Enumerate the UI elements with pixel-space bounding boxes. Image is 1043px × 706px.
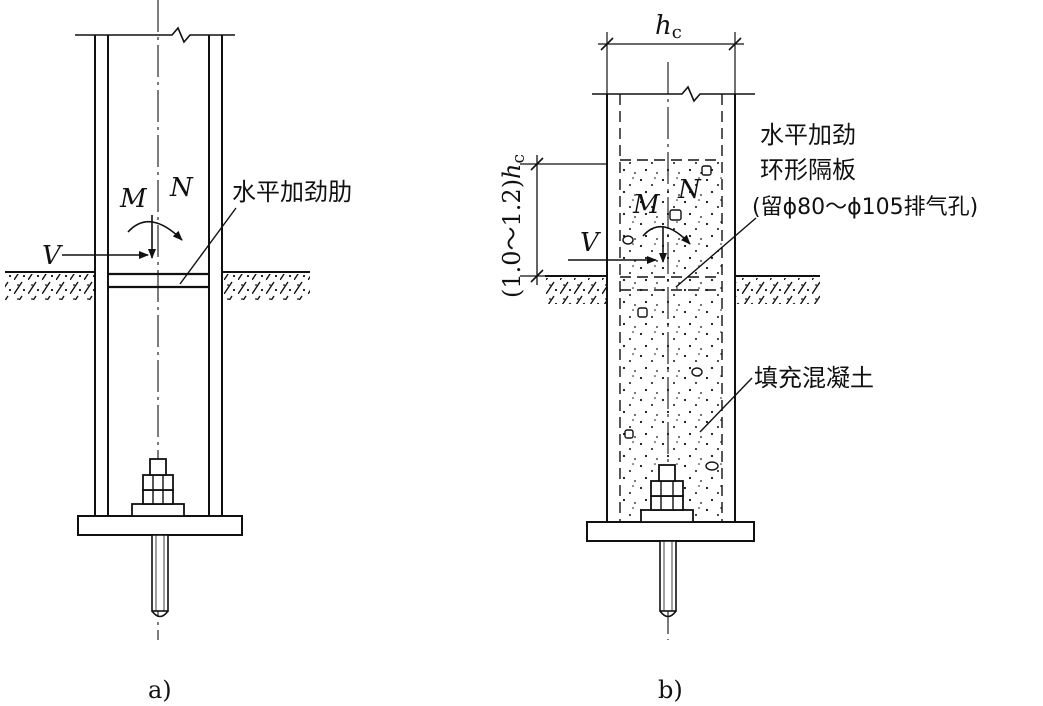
diaphragm-leader-b xyxy=(675,217,757,288)
anchor-bolt-a xyxy=(131,458,185,618)
aggregate-stones-b xyxy=(622,165,719,471)
concrete-leader-b xyxy=(699,377,753,433)
rib-leader-a xyxy=(179,207,237,285)
dimension-hc-label: hc xyxy=(655,11,682,43)
load-m-label-b: M xyxy=(632,190,661,220)
rib-label-a: 水平加劲肋 xyxy=(232,178,352,206)
figure-a: V M N 水平加劲肋 a) xyxy=(5,0,352,704)
ground-a xyxy=(5,271,310,300)
loads-a xyxy=(62,215,183,259)
dimension-side-b xyxy=(520,155,607,285)
dimension-side-label: (1.0～1.2)hc xyxy=(498,154,529,298)
base-plate-a xyxy=(77,515,243,536)
diaphragm-label-line1: 水平加劲 xyxy=(760,121,856,149)
anchor-bolt-b xyxy=(640,464,694,618)
load-m-label-a: M xyxy=(119,184,148,214)
load-v-label-b: V xyxy=(580,228,601,258)
diaphragm-label-line3: (留ϕ80～ϕ105排气孔) xyxy=(752,195,978,220)
loads-b xyxy=(568,226,691,264)
dimension-hc-b xyxy=(598,32,744,94)
caption-a: a) xyxy=(148,676,172,704)
ground-b xyxy=(545,275,820,304)
base-plate-b xyxy=(586,521,755,542)
diaphragm-label-line2: 环形隔板 xyxy=(760,156,856,184)
steel-column-a xyxy=(75,26,235,516)
load-n-label-b: N xyxy=(677,175,702,205)
load-n-label-a: N xyxy=(169,173,194,203)
steel-tube-b xyxy=(592,85,755,522)
ring-diaphragm-b xyxy=(620,159,722,291)
caption-b: b) xyxy=(658,676,683,704)
concrete-label-b: 填充混凝土 xyxy=(754,364,874,392)
load-v-label-a: V xyxy=(42,241,63,271)
figure-b: hc (1.0～1.2)hc V M N 水平加劲 环形隔板 (留ϕ80～ϕ10… xyxy=(498,11,978,704)
